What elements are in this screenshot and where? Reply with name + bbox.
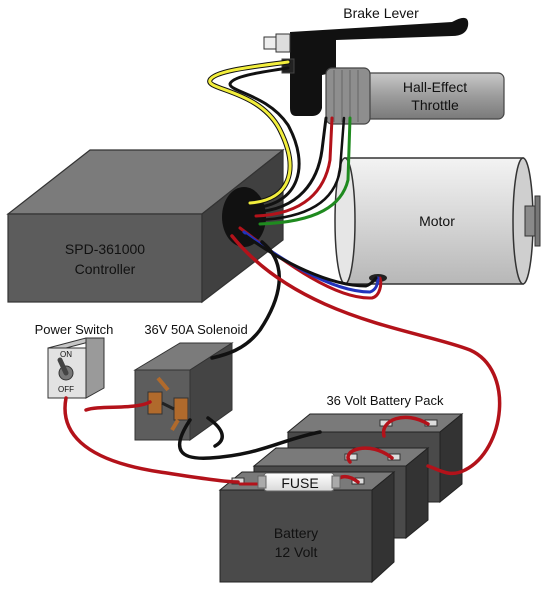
controller-label-line2: Controller <box>75 261 136 277</box>
battery-pack-label: 36 Volt Battery Pack <box>326 393 444 408</box>
switch-off-label: OFF <box>58 385 74 394</box>
solenoid-label: 36V 50A Solenoid <box>144 322 247 337</box>
fuse: FUSE <box>257 472 341 492</box>
battery-label-line2: 12 Volt <box>275 544 318 560</box>
battery-label-line1: Battery <box>274 525 318 541</box>
motor-label: Motor <box>419 213 455 229</box>
throttle-label-line1: Hall-Effect <box>403 79 467 95</box>
brake-lever-label: Brake Lever <box>343 5 419 21</box>
solenoid: 36V 50A Solenoid <box>133 322 248 441</box>
throttle: Hall-Effect Throttle <box>325 67 505 125</box>
power-wires <box>63 234 502 486</box>
throttle-label-line2: Throttle <box>411 97 459 113</box>
motor: Motor <box>334 157 541 285</box>
fuse-label: FUSE <box>281 475 318 491</box>
power-switch-label: Power Switch <box>35 322 114 337</box>
power-switch: ON OFF Power Switch <box>35 322 114 399</box>
controller-label-line1: SPD-361000 <box>65 241 145 257</box>
switch-on-label: ON <box>60 350 72 359</box>
controller: SPD-361000 Controller <box>6 148 285 304</box>
